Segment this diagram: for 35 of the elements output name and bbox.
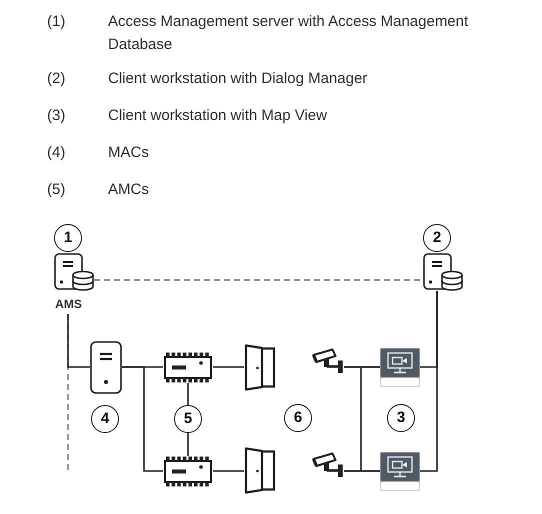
key-description: Access Management server with Access Management Database xyxy=(108,12,470,55)
door-icon xyxy=(244,344,276,391)
callout-number: 1 xyxy=(54,224,82,252)
key-description: AMCs xyxy=(108,180,149,200)
callout-number: 3 xyxy=(387,404,415,432)
connector-line xyxy=(67,314,90,368)
callout-number: 5 xyxy=(174,405,202,433)
server-icon xyxy=(90,341,122,394)
connector-line xyxy=(344,470,380,472)
connector-line xyxy=(213,470,244,472)
connector-line xyxy=(420,291,438,472)
dashed-line xyxy=(94,279,423,281)
key-description: Client workstation with Dialog Manager xyxy=(108,69,368,89)
monitor-icon xyxy=(380,452,420,491)
key-number: (2) xyxy=(47,69,66,89)
callout-number: 6 xyxy=(284,404,312,432)
connector-line xyxy=(122,366,163,472)
callout-number: 4 xyxy=(91,405,119,433)
controller-icon xyxy=(163,456,213,487)
camera-icon xyxy=(311,452,344,478)
server-database-icon xyxy=(423,253,463,291)
key-number: (4) xyxy=(47,143,66,163)
key-number: (3) xyxy=(47,106,66,126)
callout-number: 2 xyxy=(423,224,451,252)
key-number: (1) xyxy=(47,12,66,32)
key-description: Client workstation with Map View xyxy=(108,106,327,126)
connector-line xyxy=(213,366,244,368)
door-icon xyxy=(244,447,276,494)
key-description: MACs xyxy=(108,143,149,163)
controller-icon xyxy=(163,352,213,383)
node-label: AMS xyxy=(55,297,82,311)
camera-icon xyxy=(311,348,344,374)
key-number: (5) xyxy=(47,180,66,200)
monitor-icon xyxy=(380,348,420,387)
connector-line xyxy=(343,366,381,472)
